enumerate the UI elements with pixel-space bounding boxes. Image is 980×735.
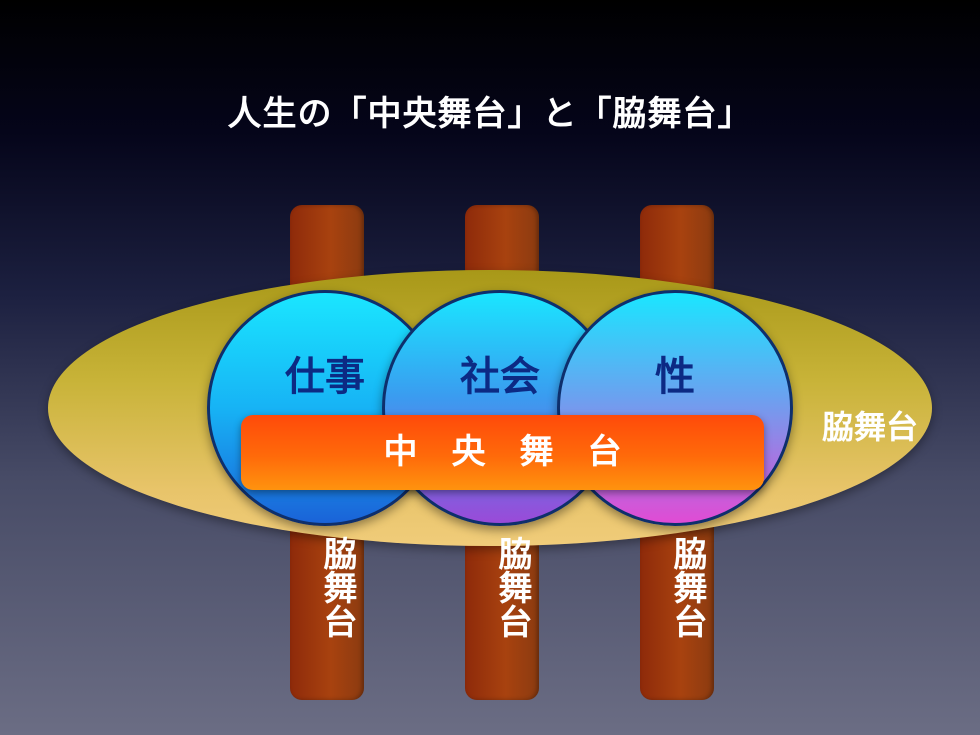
center-stage-bar: 中 央 舞 台 bbox=[241, 415, 764, 490]
slide-title: 人生の「中央舞台」と「脇舞台」 bbox=[227, 94, 753, 134]
pillar-left-label: 脇舞台 bbox=[317, 536, 357, 638]
pillar-middle-label: 脇舞台 bbox=[492, 536, 532, 638]
pillar-right-label: 脇舞台 bbox=[667, 536, 707, 638]
side-stage-label: 脇舞台 bbox=[822, 408, 919, 446]
circle-sex-label: 性 bbox=[655, 354, 695, 400]
circle-work-label: 仕事 bbox=[285, 354, 365, 400]
circle-sex bbox=[557, 290, 793, 526]
circle-society-label: 社会 bbox=[460, 354, 540, 400]
